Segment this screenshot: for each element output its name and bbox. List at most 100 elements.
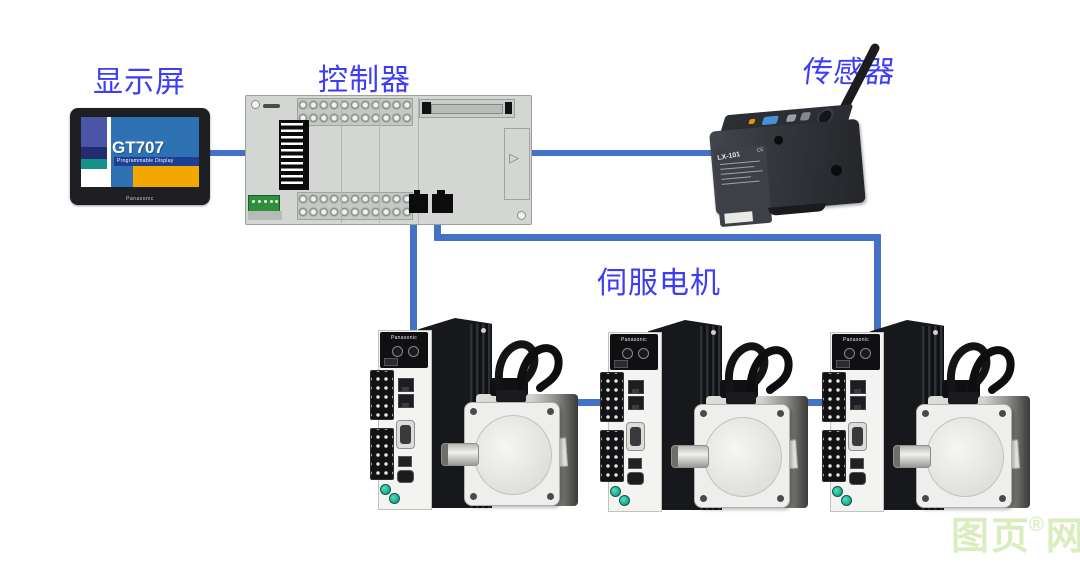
drive-usb-port bbox=[628, 458, 642, 469]
servo-motor-flange bbox=[671, 404, 790, 508]
plc-label-stripes bbox=[281, 123, 307, 187]
motor-screw-bl bbox=[470, 493, 477, 500]
controller-label: 控制器 bbox=[318, 64, 411, 97]
screen-block-teal bbox=[81, 159, 107, 169]
motor-screw-tl bbox=[470, 408, 477, 415]
plc-terminals-bottom bbox=[297, 192, 413, 220]
heatsink-screw bbox=[711, 330, 716, 335]
sensor-ce-mark: CE bbox=[756, 146, 765, 154]
drive-led-2 bbox=[841, 495, 852, 506]
slot-bar bbox=[431, 104, 503, 114]
servo-unit-1: Panasonic bbox=[370, 318, 584, 514]
drive-brand-text: Panasonic bbox=[842, 337, 870, 343]
hmi-display: Programmable Display GT707 Panasonic bbox=[70, 108, 210, 205]
motor-shaft bbox=[893, 445, 931, 468]
hmi-screen: Programmable Display GT707 bbox=[81, 117, 199, 187]
motor-screw-br bbox=[999, 495, 1006, 502]
display-label: 显示屏 bbox=[93, 66, 186, 99]
drive-power-connector bbox=[600, 372, 624, 422]
drive-led-1 bbox=[610, 486, 621, 497]
plc-label-panel bbox=[279, 120, 309, 190]
drive-display-window bbox=[614, 360, 628, 368]
sensor-button-blue bbox=[761, 115, 779, 126]
screen-block-slate bbox=[81, 117, 107, 147]
drive-encoder-port bbox=[849, 472, 866, 485]
plc-controller: ▷ bbox=[245, 95, 532, 225]
drive-ethernet-port-1 bbox=[850, 380, 866, 394]
servo-drive-cap: Panasonic bbox=[832, 334, 880, 370]
plc-cassette-slot bbox=[419, 99, 515, 118]
plc-seam-2 bbox=[379, 97, 380, 223]
watermark: 图页®网 bbox=[951, 505, 1080, 560]
sensor-front-label: LX-101 CE bbox=[713, 144, 773, 228]
screen-block-white bbox=[81, 169, 107, 187]
motor-screw-bl bbox=[922, 495, 929, 502]
plc-port-2 bbox=[432, 190, 453, 213]
drive-io-connector bbox=[626, 422, 645, 451]
wire-display-plc bbox=[209, 150, 249, 156]
drive-led-1 bbox=[380, 484, 391, 495]
drive-encoder-port bbox=[397, 470, 414, 483]
watermark-name: 图页 bbox=[951, 516, 1032, 558]
motor-cable-connector bbox=[726, 392, 756, 404]
drive-led-2 bbox=[619, 495, 630, 506]
motor-screw-tl bbox=[922, 410, 929, 417]
motor-cable-connector bbox=[496, 390, 526, 402]
drive-led-2 bbox=[389, 493, 400, 504]
screen-block-navy bbox=[81, 147, 107, 159]
motor-cables bbox=[724, 342, 793, 394]
hmi-brand-text: Panasonic bbox=[126, 196, 154, 202]
motor-cables bbox=[946, 342, 1015, 394]
sensor-hole-2 bbox=[830, 164, 843, 177]
motor-front-boss bbox=[926, 417, 1004, 497]
drive-display-window bbox=[384, 358, 398, 366]
drive-power-connector bbox=[822, 372, 846, 422]
watermark-suffix: 网 bbox=[1045, 516, 1080, 558]
plc-screw-br bbox=[517, 211, 526, 220]
sensor-indicator-orange bbox=[748, 118, 756, 125]
drive-motor-connector bbox=[600, 430, 624, 482]
servo-motor-flange bbox=[441, 402, 560, 506]
plc-terminals-top bbox=[297, 98, 413, 126]
plc-power-led bbox=[263, 104, 280, 108]
wire-plc-servo3-run bbox=[434, 234, 881, 241]
plc-triangle-marker: ▷ bbox=[509, 150, 519, 165]
plc-seam-3 bbox=[418, 97, 419, 223]
screen-model-text: GT707 bbox=[112, 138, 164, 157]
servo-motor-flange bbox=[893, 404, 1012, 508]
drive-ethernet-port-2 bbox=[628, 396, 644, 410]
sensor-hole-1 bbox=[773, 135, 784, 146]
drive-dial-2 bbox=[408, 346, 419, 357]
watermark-registered-mark: ® bbox=[1029, 514, 1044, 536]
heatsink-screw bbox=[481, 328, 486, 333]
slot-clip-left bbox=[422, 102, 431, 114]
motor-screw-bl bbox=[700, 495, 707, 502]
photo-sensor: LX-101 CE bbox=[708, 104, 868, 228]
plc-green-terminal bbox=[248, 195, 280, 212]
drive-motor-connector bbox=[822, 430, 846, 482]
drive-dial-1 bbox=[622, 348, 633, 359]
motor-cable-connector bbox=[948, 392, 978, 404]
drive-led-1 bbox=[832, 486, 843, 497]
motor-screw-tr bbox=[777, 410, 784, 417]
drive-io-connector bbox=[848, 422, 867, 451]
motor-screw-br bbox=[547, 493, 554, 500]
heatsink-screw bbox=[933, 330, 938, 335]
motor-front-boss bbox=[474, 415, 552, 495]
slot-clip-right bbox=[505, 102, 512, 114]
servo-unit-2: Panasonic bbox=[600, 320, 814, 516]
drive-display-window bbox=[836, 360, 850, 368]
motor-shaft bbox=[441, 443, 479, 466]
plc-port-1 bbox=[409, 190, 428, 213]
screen-subtitle: Programmable Display bbox=[114, 157, 199, 166]
drive-motor-connector bbox=[370, 428, 394, 480]
drive-dial-1 bbox=[844, 348, 855, 359]
screen-block-orange bbox=[133, 165, 199, 187]
sensor-white-label bbox=[724, 211, 754, 224]
motor-screw-tr bbox=[547, 408, 554, 415]
motor-screw-tr bbox=[999, 410, 1006, 417]
sensor-body: LX-101 CE bbox=[709, 118, 866, 228]
servo-unit-3: Panasonic bbox=[822, 320, 1036, 516]
plc-screw-tl bbox=[251, 100, 260, 109]
plc-seam-1 bbox=[341, 97, 342, 223]
